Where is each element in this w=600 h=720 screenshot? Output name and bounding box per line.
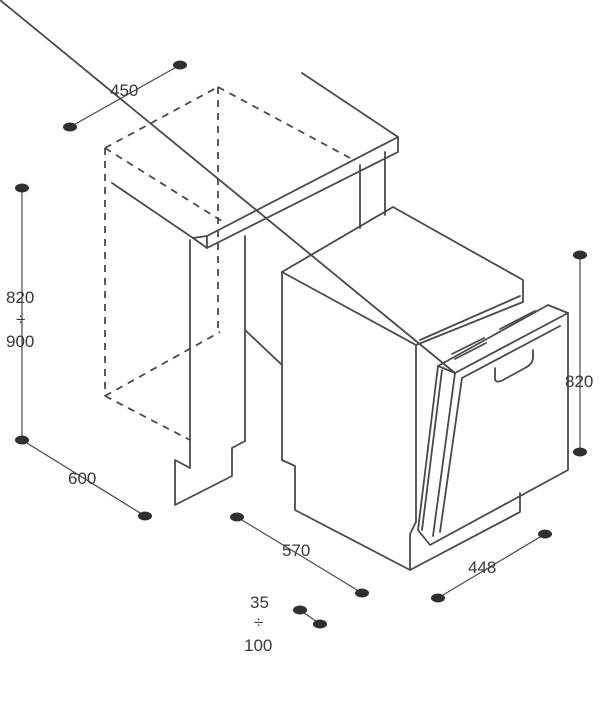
endpoint-dot bbox=[173, 60, 187, 70]
plinth-range-symbol: ÷ bbox=[254, 613, 263, 632]
endpoint-dot bbox=[63, 122, 77, 132]
door-handle bbox=[494, 349, 534, 383]
range-symbol: ÷ bbox=[16, 310, 25, 329]
cabinet-side-panel bbox=[111, 151, 386, 506]
dimension-lines bbox=[21, 64, 581, 625]
endpoint-dot bbox=[15, 183, 29, 193]
plinth-max-label: 100 bbox=[244, 636, 272, 655]
cabinet-depth-label: 600 bbox=[68, 469, 96, 488]
endpoint-dot bbox=[293, 605, 307, 615]
endpoint-dot bbox=[230, 512, 244, 522]
dimension-labels: 450 820 ÷ 900 600 570 820 448 35 ÷ 100 bbox=[6, 81, 593, 655]
cabinet-outline-dashed bbox=[104, 86, 351, 441]
endpoint-dot bbox=[538, 529, 552, 539]
cabinet-width-label: 450 bbox=[110, 81, 138, 100]
dimension-endpoints bbox=[15, 60, 587, 629]
dishwasher-body bbox=[281, 206, 524, 571]
dishwasher-door bbox=[0, 0, 569, 546]
endpoint-dot bbox=[573, 250, 587, 260]
endpoint-dot bbox=[313, 619, 327, 629]
plinth-min-label: 35 bbox=[250, 593, 269, 612]
appliance-height-label: 820 bbox=[565, 372, 593, 391]
countertop bbox=[192, 72, 399, 249]
endpoint-dot bbox=[573, 447, 587, 457]
endpoint-dot bbox=[355, 588, 369, 598]
cabinet-height-min-label: 820 bbox=[6, 288, 34, 307]
appliance-width-label: 448 bbox=[468, 558, 496, 577]
cabinet-height-max-label: 900 bbox=[6, 332, 34, 351]
endpoint-dot bbox=[15, 435, 29, 445]
appliance-depth-label: 570 bbox=[282, 541, 310, 560]
endpoint-dot bbox=[138, 511, 152, 521]
endpoint-dot bbox=[431, 593, 445, 603]
